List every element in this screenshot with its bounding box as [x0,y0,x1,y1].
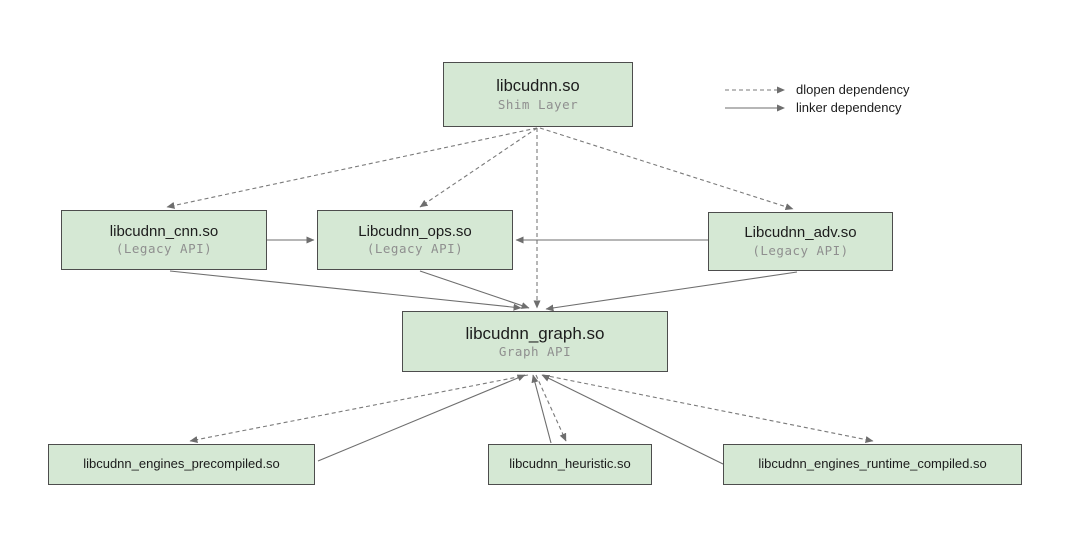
edge-graph-to-engines_precompiled [189,374,529,443]
edge-shim-to-cnn [166,127,538,209]
solid-arrow-icon [725,104,785,111]
legend-row-dlopen: dlopen dependency [724,82,910,97]
node-libcudnn-shim: libcudnn.so Shim Layer [443,62,633,127]
edge-cnn-to-graph [169,270,522,311]
node-title: libcudnn_cnn.so [109,222,219,240]
node-title: libcudnn_graph.so [465,323,605,343]
node-libcudnn-graph: libcudnn_graph.so Graph API [402,311,668,372]
node-libcudnn-engines-runtime-compiled: libcudnn_engines_runtime_compiled.so [723,444,1022,485]
edge-ops-to-graph [419,270,530,309]
legend-dlopen-label: dlopen dependency [796,82,910,97]
edge-shim-to-ops [419,127,538,208]
node-title: Libcudnn_ops.so [358,222,472,240]
node-subtitle: Shim Layer [497,96,579,112]
edge-adv-to-graph [545,271,798,312]
node-libcudnn-heuristic: libcudnn_heuristic.so [488,444,652,485]
node-libcudnn-ops: Libcudnn_ops.so (Legacy API) [317,210,513,270]
node-title: Libcudnn_adv.so [744,224,857,241]
legend: dlopen dependency linker dependency [724,82,910,115]
edge-engines_runtime_compiled-to-graph [541,374,724,465]
node-title: libcudnn.so [496,77,580,96]
node-libcudnn-engines-precompiled: libcudnn_engines_precompiled.so [48,444,315,485]
node-subtitle: (Legacy API) [115,241,213,257]
edge-shim-to-adv [539,127,794,211]
node-libcudnn-cnn: libcudnn_cnn.so (Legacy API) [61,210,267,270]
node-libcudnn-adv: Libcudnn_adv.so (Legacy API) [708,212,893,271]
edge-graph-to-engines_runtime_compiled [542,374,874,443]
edge-graph-to-heuristic [535,374,567,442]
node-subtitle: Graph API [498,344,572,359]
node-title: libcudnn_heuristic.so [509,456,631,472]
node-title: libcudnn_engines_runtime_compiled.so [758,456,987,472]
legend-row-linker: linker dependency [724,100,910,115]
edge-heuristic-to-graph [531,374,552,444]
dashed-arrow-icon [725,86,785,93]
node-title: libcudnn_engines_precompiled.so [83,456,280,472]
edge-engines_precompiled-to-graph [317,374,526,462]
node-subtitle: (Legacy API) [366,241,464,257]
node-subtitle: (Legacy API) [752,242,849,258]
legend-linker-label: linker dependency [796,100,902,115]
